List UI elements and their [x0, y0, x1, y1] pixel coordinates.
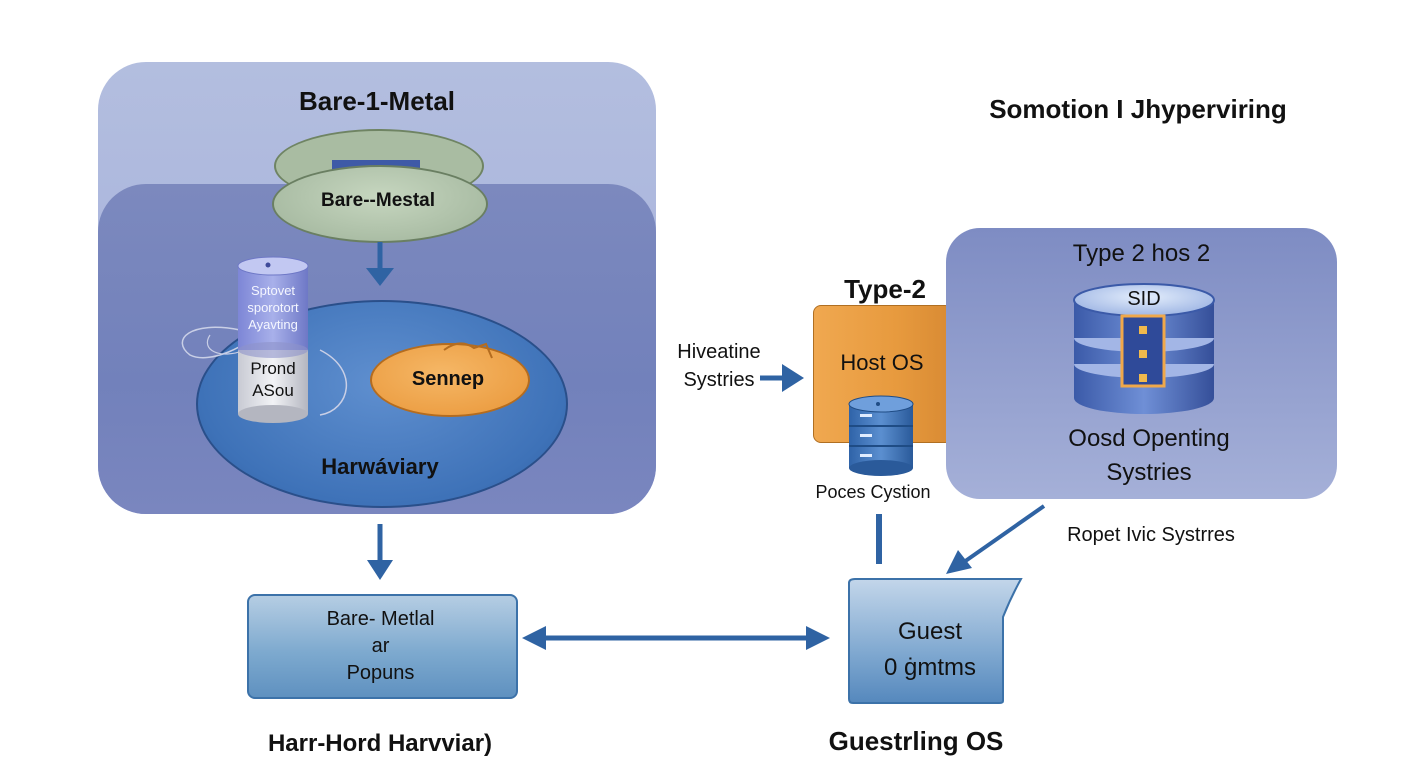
guest-document-icon — [848, 578, 1023, 704]
hiveatine-line: Hiveatine — [677, 341, 761, 363]
app-blob-label: Sennep — [411, 368, 485, 390]
oosd-label: Oosd Openting Systries — [946, 422, 1352, 490]
cylinder-top-line: Ayavting — [248, 317, 298, 332]
arrow-down-icon — [367, 524, 393, 580]
double-arrow-icon — [522, 626, 830, 650]
app-blob — [370, 343, 530, 417]
arrow-right-icon — [760, 364, 804, 392]
guest-doc-line: Guest — [897, 618, 963, 645]
cylinder-bottom-line: ASou — [252, 381, 294, 400]
cylinder-top-line: Sptovet — [250, 283, 296, 298]
database-icon — [848, 395, 914, 476]
storage-cylinder-icon — [237, 256, 309, 423]
oosd-line: Systries — [1106, 459, 1192, 486]
hypervisor-oval-label: Bare--Mestal — [320, 190, 436, 211]
bare-metal-box-line: Bare- Metlal — [326, 608, 435, 630]
hardware-label: Harwáviary — [321, 454, 439, 479]
guest-caption: Guestrling OS — [828, 726, 1004, 756]
cylinder-bottom-line: Prond — [250, 359, 296, 378]
arrow-diagonal-icon — [946, 504, 1046, 574]
bare-metal-box-text: Bare- Metlal ar Popuns — [247, 606, 514, 687]
arrow-down-icon — [366, 242, 394, 286]
hypervisor-oval — [272, 165, 488, 243]
type2-host-title: Type 2 hos 2 — [1072, 240, 1211, 267]
bare-metal-box-line: Popuns — [346, 662, 415, 684]
top-right-title: Somotion I Jhyperviring — [989, 94, 1287, 124]
remote-label: Ropet Ivic Systrres — [1067, 524, 1235, 546]
cylinder-top-text: Sptovet sporotort Ayavting — [232, 282, 314, 333]
oosd-line: Oosd Openting — [1068, 425, 1230, 452]
database-label: Poces Cystion — [815, 482, 931, 502]
bare-metal-box — [247, 594, 518, 699]
host-os-label: Host OS — [840, 350, 924, 375]
guest-doc-text: Guest 0 ġmtms — [850, 614, 1010, 686]
disk-label: SID — [1127, 288, 1161, 310]
disk-stack-icon — [1073, 283, 1215, 414]
guest-doc-line: 0 ġmtms — [883, 654, 976, 681]
hiveatine-line: Systries — [683, 369, 755, 391]
hiveatine-label: Hiveatine Systries — [656, 338, 782, 394]
blob-notch-icon — [443, 342, 493, 359]
bare-metal-box-line: ar — [371, 635, 390, 657]
cylinder-bottom-text: Prond ASou — [232, 358, 314, 402]
connector-line — [876, 514, 882, 564]
cylinder-top-line: sporotort — [247, 300, 299, 315]
bare-metal-title: Bare-1-Metal — [298, 86, 456, 116]
bare-metal-caption: Harr-Hord Harvviar) — [267, 730, 493, 757]
type2-label: Type-2 — [844, 274, 926, 304]
